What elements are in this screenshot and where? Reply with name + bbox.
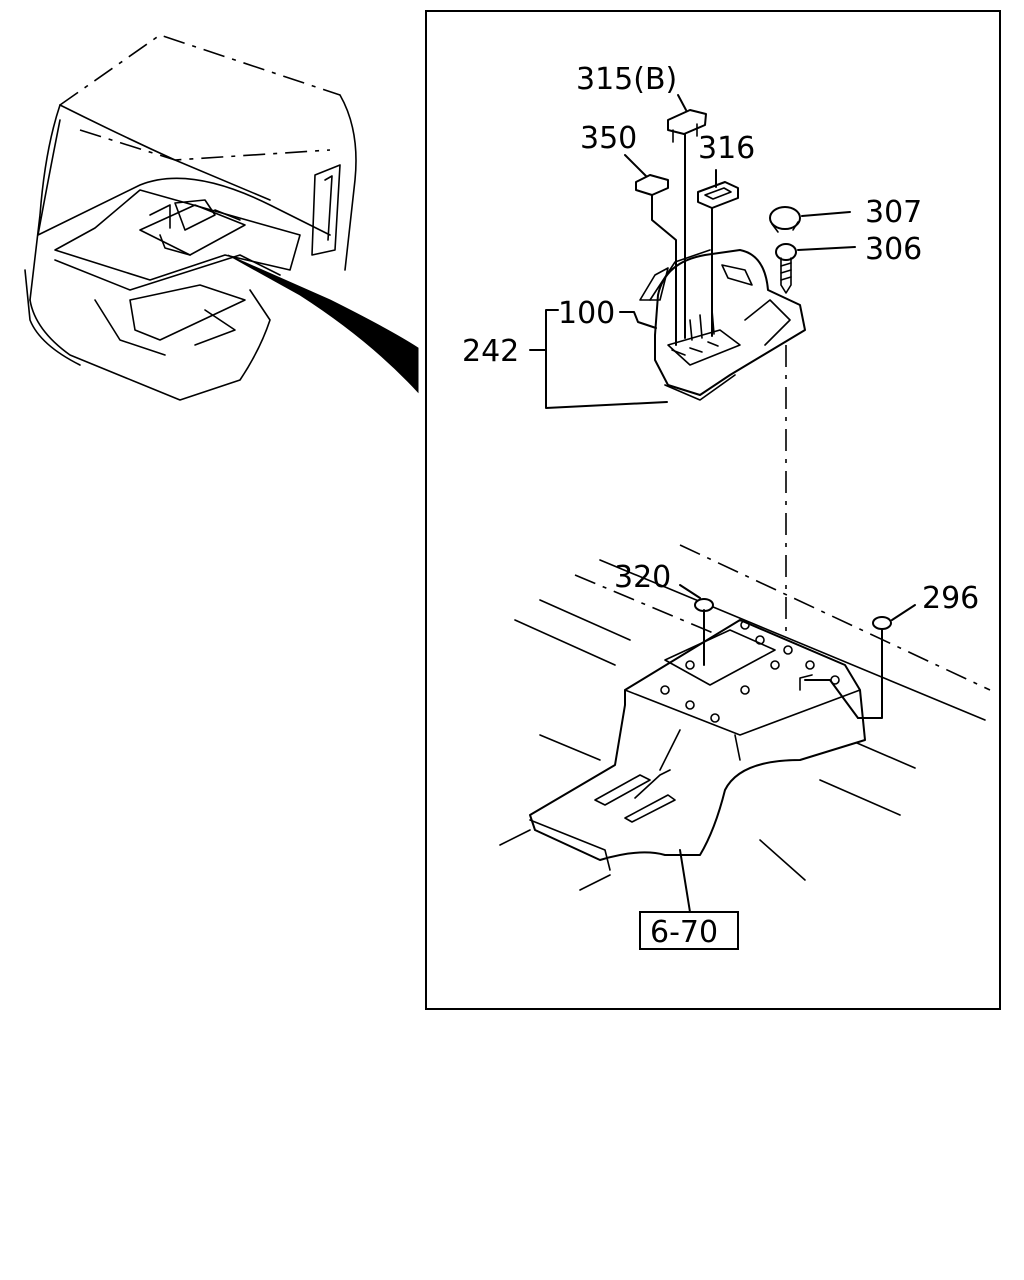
label-ref-6-70: 6-70	[650, 915, 718, 950]
label-320: 320	[614, 560, 671, 595]
cab-overview	[24, 34, 419, 401]
label-307: 307	[865, 195, 922, 230]
label-350: 350	[580, 121, 637, 156]
label-100: 100	[558, 296, 615, 331]
label-296: 296	[922, 581, 979, 616]
bracket-242	[545, 309, 668, 409]
floor-panel	[499, 544, 991, 891]
label-316: 316	[698, 131, 755, 166]
label-306: 306	[865, 232, 922, 267]
reference-box	[639, 911, 739, 950]
console-cover-assembly	[635, 109, 806, 650]
detail-frame	[425, 10, 1001, 1010]
label-315b: 315(B)	[576, 62, 677, 97]
label-242: 242	[462, 334, 519, 369]
